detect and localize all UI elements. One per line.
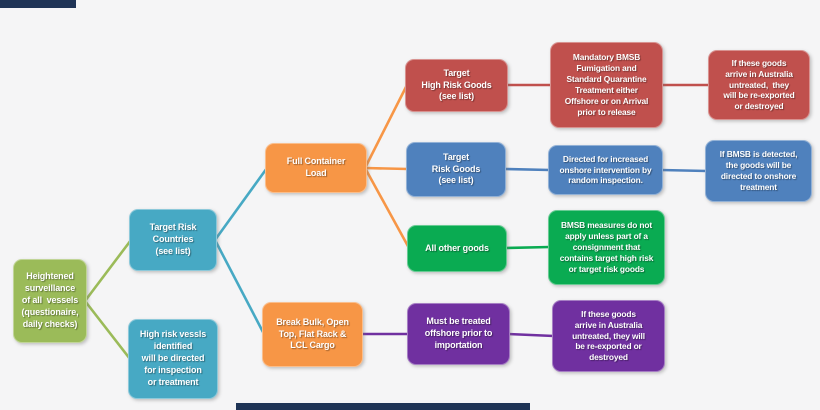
connector-fcl-to-all-other-goods xyxy=(363,167,411,249)
node-full-container-load: Full Container Load xyxy=(265,143,367,193)
node-untreated-reexported-purple: If these goods arrive in Australia untre… xyxy=(552,300,665,372)
node-bmsb-measures-not-apply: BMSB measures do not apply unless part o… xyxy=(548,210,665,285)
node-must-be-treated-offshore: Must be treated offshore prior to import… xyxy=(407,303,510,365)
node-bmsb-detected-onshore-treatment: If BMSB is detected, the goods will be d… xyxy=(705,140,812,202)
connector-root-to-target-risk-countries xyxy=(83,239,133,302)
node-break-bulk-cargo: Break Bulk, Open Top, Flat Rack & LCL Ca… xyxy=(262,302,363,367)
connector-all-other-goods-to-measures-not-apply xyxy=(504,245,551,250)
node-increased-onshore-intervention: Directed for increased onshore intervent… xyxy=(548,145,663,195)
top-edge-bar xyxy=(0,0,76,8)
connector-root-to-high-risk-vessels xyxy=(83,300,132,360)
connector-must-be-treated-to-untreated-purple xyxy=(507,332,555,338)
node-target-risk-goods: Target Risk Goods (see list) xyxy=(406,142,506,197)
connector-onshore-intervention-to-bmsb-detected xyxy=(660,168,708,173)
connector-fcl-to-target-risk-goods xyxy=(364,166,409,171)
connector-countries-to-break-bulk xyxy=(213,239,266,335)
node-heightened-surveillance: Heightened surveillance of all vessels (… xyxy=(13,259,87,343)
node-all-other-goods: All other goods xyxy=(407,225,507,272)
node-target-high-risk-goods: Target High Risk Goods (see list) xyxy=(405,59,508,112)
node-untreated-reexported-red: If these goods arrive in Australia untre… xyxy=(708,50,810,120)
connector-countries-to-full-container-load xyxy=(213,167,269,241)
node-mandatory-bmsb-treatment: Mandatory BMSB Fumigation and Standard Q… xyxy=(550,42,663,128)
connector-fcl-to-target-high-risk-goods xyxy=(363,84,409,169)
node-target-risk-countries: Target Risk Countries (see list) xyxy=(129,209,217,271)
bottom-edge-bar xyxy=(236,403,530,410)
connector-risk-goods-to-onshore-intervention xyxy=(503,167,551,172)
node-high-risk-vessels: High risk vessls identified will be dire… xyxy=(128,319,218,399)
